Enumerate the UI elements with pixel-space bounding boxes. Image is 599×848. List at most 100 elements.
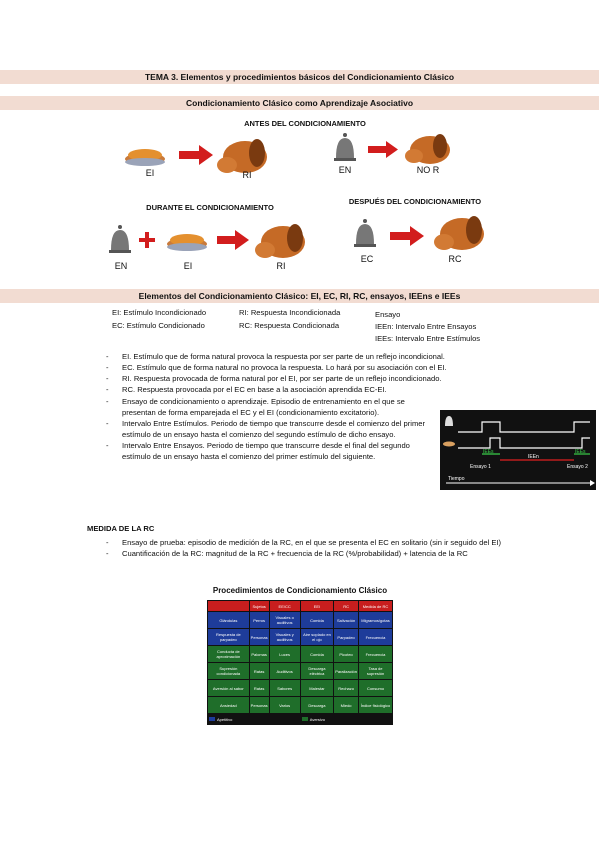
table-cell: Personas [248, 628, 270, 646]
food-to-dog-illustration [125, 139, 267, 173]
legend-swatch-green [301, 716, 308, 721]
bell-to-dog-after-illustration [354, 216, 484, 250]
table-cell: Ansiedad [207, 696, 250, 714]
table-cell: Personas [248, 696, 270, 714]
table-cell: Ratas [248, 662, 270, 680]
durante-heading: DURANTE EL CONDICIONAMIENTO [146, 203, 274, 212]
table-cell: Glándulas [207, 611, 250, 629]
table-cell: Descarga [299, 696, 335, 714]
red-arrow-icon [390, 226, 424, 246]
table-cell: Parpadeo [333, 628, 359, 646]
table-cell: Visuales y auditivos [268, 628, 301, 646]
medida-heading: MEDIDA DE LA RC [87, 524, 155, 533]
table-row: Aversión al sabor Ratas Sabores Malestar… [207, 679, 393, 697]
section-heading-asociativo: Condicionamiento Clásico como Aprendizaj… [0, 96, 599, 110]
table-cell: Respuesta de parpadeo [207, 628, 250, 646]
label-ei-2: EI [183, 261, 193, 271]
table-cell: Tasa de supresión [358, 662, 393, 680]
def-ei: EI: Estímulo Incondicionado [112, 308, 207, 317]
dog-head-icon [255, 224, 305, 258]
table-cell: Mlgramos/gotas [358, 611, 393, 629]
bullet-iees: Intervalo Entre Estímulos. Periodo de ti… [106, 418, 430, 440]
table-row: Respuesta de parpadeo Personas Visuales … [207, 628, 393, 646]
bullet-list-2: Ensayo de condicionamiento o aprendizaje… [106, 396, 430, 462]
table-header-cell: Sujetos [248, 600, 270, 612]
bullet-ieen: Intervalo Entre Ensayos. Periodo de tiem… [106, 440, 430, 462]
table-header-cell: EE/CC [268, 600, 301, 612]
table-cell: Sabores [268, 679, 301, 697]
food-bowl-icon [443, 441, 455, 447]
red-arrow-icon [179, 145, 213, 165]
medida-ensayo-prueba: Ensayo de prueba: episodio de medición d… [106, 537, 523, 548]
table-cell: Rechazo [333, 679, 359, 697]
medida-list: Ensayo de prueba: episodio de medición d… [106, 537, 523, 559]
food-bowl-icon [167, 234, 207, 251]
despues-heading: DESPUÉS DEL CONDICIONAMIENTO [348, 197, 482, 206]
table-cell: Luces [268, 645, 301, 663]
bell-to-dog-illustration [334, 133, 450, 164]
bell-food-dog-illustration [109, 224, 305, 258]
procedimientos-table: Sujetos EE/CC EEI RC Medida de RC Glándu… [207, 600, 394, 725]
label-en-1: EN [338, 165, 352, 175]
label-rc: RC [448, 254, 462, 264]
table-row: Conducta de aproximación Palomas Luces C… [207, 645, 393, 663]
label-ri-2: RI [276, 261, 286, 271]
bell-icon [109, 225, 131, 253]
dog-head-icon [217, 139, 267, 173]
table-row: Ansiedad Personas Varios Descarga Miedo … [207, 696, 393, 714]
table-cell: Índice fisiológico [358, 696, 393, 714]
table-cell: Perros [248, 611, 270, 629]
def-ensayo: Ensayo [375, 310, 401, 319]
bell-icon [354, 219, 376, 247]
bullet-rc: RC. Respuesta provocada por el EC en bas… [106, 384, 518, 395]
red-arrow-icon [217, 230, 249, 250]
table-cell: Frecuencia [358, 628, 393, 646]
medida-cuantificacion: Cuantificación de la RC: magnitud de la … [106, 548, 523, 559]
table-header-cell: EEI [299, 600, 335, 612]
trial-timeline-figure: IEEs IEEs IEEn Ensayo 1 Ensayo 2 Tiempo [440, 410, 596, 490]
table-cell: Auditivos [268, 662, 301, 680]
table-cell: Conducta de aproximación [207, 645, 250, 663]
table-cell: Ratas [248, 679, 270, 697]
bullet-ensayo: Ensayo de condicionamiento o aprendizaje… [106, 396, 430, 418]
table-cell: Paralización [333, 662, 359, 680]
timeline-ieen-label: IEEn [528, 454, 539, 460]
page-title: TEMA 3. Elementos y procedimientos básic… [0, 70, 599, 84]
plus-icon [139, 232, 155, 248]
table-row: Glándulas Perros Visuales o auditivos Co… [207, 611, 393, 629]
def-rc: RC: Respuesta Condicionada [239, 321, 340, 330]
label-ei-1: EI [145, 168, 155, 178]
bullet-list-1: EI. Estímulo que de forma natural provoc… [106, 351, 518, 395]
table-cell: Aversión al sabor [207, 679, 250, 697]
dog-head-icon [434, 216, 484, 250]
table-cell: Aire soplado en el ojo [299, 628, 335, 646]
label-ri-1: RI [242, 170, 252, 180]
food-bowl-icon [125, 149, 165, 166]
bell-icon [334, 133, 356, 161]
timeline-ensayo2-label: Ensayo 2 [567, 464, 588, 470]
table-header-cell: Medida de RC [358, 600, 393, 612]
table-cell: Visuales o auditivos [268, 611, 301, 629]
bullet-ec: EC. Estímulo que de forma natural no pro… [106, 362, 518, 373]
table-header-cell [207, 600, 250, 612]
legend-aversivo: Aversivo [299, 713, 394, 725]
timeline-ensayo1-label: Ensayo 1 [470, 464, 491, 470]
dog-head-icon [405, 134, 450, 164]
timeline-iees-label-2: IEEs [575, 449, 586, 455]
label-en-2: EN [114, 261, 128, 271]
table-cell: Salivación [333, 611, 359, 629]
table-row: Supresión condicionada Ratas Auditivos D… [207, 662, 393, 680]
timeline-iees-label: IEEs [483, 449, 494, 455]
table-legend-row: Apetitivo Aversivo [207, 713, 394, 725]
table-header-cell: RC [333, 600, 359, 612]
def-iees: IEEs: Intervalo Entre Estímulos [375, 334, 481, 343]
legend-swatch-blue [209, 716, 215, 721]
antes-heading: ANTES DEL CONDICIONAMIENTO [244, 119, 366, 128]
table-cell: Supresión condicionada [207, 662, 250, 680]
legend-aversivo-label: Aversivo [309, 716, 325, 722]
label-nor: NO R [416, 165, 440, 175]
def-ri: RI: Respuesta Incondicionada [239, 308, 341, 317]
table-cell: Picoteo [333, 645, 359, 663]
table-cell: Descarga eléctrica [299, 662, 335, 680]
table-cell: Palomas [248, 645, 270, 663]
